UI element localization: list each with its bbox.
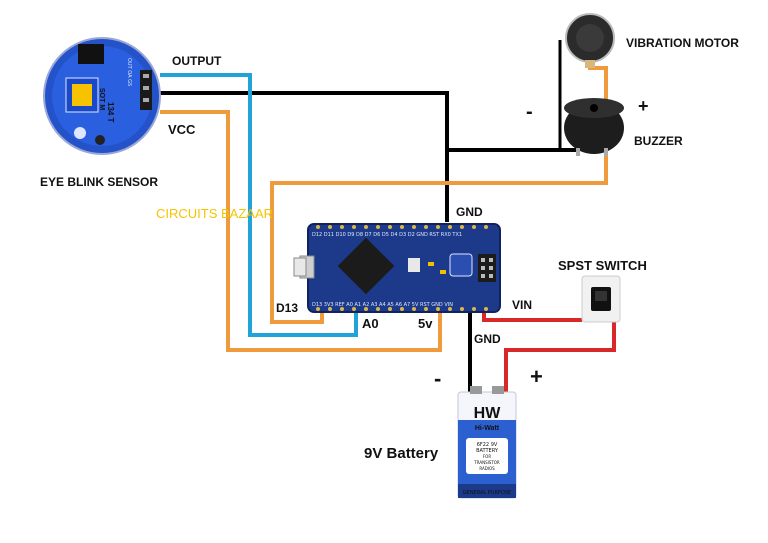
wire-gnd-sensor: [160, 91, 449, 222]
arduino-bottom-pins: D13 3V3 REF A0 A1 A2 A3 A4 A5 A6 A7 5V R…: [312, 302, 453, 308]
battery-spec-4: TRANSISTOR: [473, 460, 500, 465]
label-sensor: EYE BLINK SENSOR: [40, 175, 158, 189]
battery-spec-3: FOR: [483, 454, 491, 459]
wire-vin: [482, 313, 582, 322]
wire-output: [160, 73, 358, 337]
label-buzzer: BUZZER: [634, 134, 683, 148]
spst-switch: [581, 275, 621, 323]
label-vin: VIN: [512, 298, 532, 312]
eye-blink-sensor: 134 T SOT M OUT OA GS: [43, 37, 161, 155]
label-a0: A0: [362, 316, 379, 331]
label-vcc: VCC: [168, 122, 196, 137]
wire-switch-battery: [504, 320, 616, 392]
sensor-chip-text-2: SOT M: [98, 88, 105, 110]
battery-purpose: GENERAL PURPOSE: [463, 490, 511, 496]
label-switch: SPST SWITCH: [558, 258, 647, 273]
label-battery: 9V Battery: [364, 445, 439, 462]
arduino-top-pins: D12 D11 D10 D9 D8 D7 D6 D5 D4 D3 D2 GND …: [312, 232, 462, 238]
label-d13: D13: [276, 301, 298, 315]
label-motor: VIBRATION MOTOR: [626, 36, 739, 50]
battery-spec-5: RADIOS: [479, 466, 495, 471]
label-battery-plus: +: [530, 364, 543, 389]
battery-logo: HW: [474, 405, 502, 422]
vibration-motor: [565, 13, 615, 68]
sensor-pin-text: OUT OA GS: [126, 58, 132, 86]
buzzer: [564, 98, 624, 156]
label-gnd-bottom: GND: [474, 332, 501, 346]
label-watermark: CIRCUITS BAZAAR: [156, 206, 273, 221]
battery-brand: Hi-Watt: [475, 425, 500, 432]
sensor-chip-text-1: 134 T: [106, 102, 115, 123]
arduino-nano: D12 D11 D10 D9 D8 D7 D6 D5 D4 D3 D2 GND …: [293, 223, 501, 313]
label-output: OUTPUT: [172, 54, 222, 68]
label-gnd-top: GND: [456, 205, 483, 219]
label-battery-minus: -: [434, 366, 441, 391]
label-5v: 5v: [418, 316, 433, 331]
label-buzzer-minus: -: [526, 101, 533, 123]
battery: HW Hi-Watt 6F22 9V BATTERY FOR TRANSISTO…: [457, 386, 517, 499]
battery-spec-2: BATTERY: [476, 448, 499, 454]
wire-vcc: [160, 110, 442, 352]
battery-spec-1: 6F22 9V: [477, 442, 498, 448]
label-buzzer-plus: +: [638, 96, 649, 116]
